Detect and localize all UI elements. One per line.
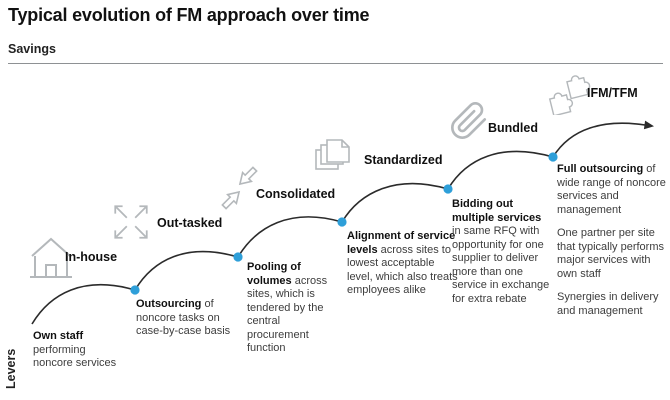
stage-label-bundled: Bundled [488,121,538,135]
stage-desc-bundled: Bidding out multiple services in same RF… [452,198,550,306]
desc-bold: Bidding out multiple services [452,198,542,224]
expand-arrows-icon [110,201,152,243]
stage-label-ifm-tfm: IFM/TFM [587,86,638,100]
arrow-head-icon [643,120,654,130]
curve-dot [443,184,453,194]
stage-label-standardized: Standardized [364,153,443,167]
desc-rest: of wide range of noncore services and ma… [557,163,666,216]
desc-bold: Own staff [33,330,84,342]
savings-axis-rule [8,63,663,64]
stage-desc-in-house: Own staff performing noncore services [33,330,121,371]
stage-desc-standardized: Alignment of service levels across sites… [347,230,461,298]
desc-bold: Alignment of service levels [347,230,456,256]
page-title: Typical evolution of FM approach over ti… [8,5,370,25]
curve-dot [337,217,347,227]
curve-dot [233,252,243,262]
desc-paragraph: Full outsourcing of wide range of noncor… [557,163,669,217]
desc-rest: of noncore tasks on case-by-case basis [136,298,231,337]
stage-label-in-house: In-house [65,250,118,264]
consolidate-arrows-icon [219,166,261,212]
curve-dot [548,152,558,162]
puzzle-icon [548,71,592,115]
stage-label-consolidated: Consolidated [256,187,336,201]
stage-desc-out-tasked: Outsourcing of noncore tasks on case-by-… [136,298,244,339]
paperclip-icon [449,101,489,141]
desc-rest: performing noncore services [33,343,117,370]
desc-rest: across sites to lowest acceptable level,… [347,243,458,297]
desc-rest: across sites, which is tendered by the c… [247,274,328,355]
stage-desc-ifm-tfm: Full outsourcing of wide range of noncor… [557,163,669,318]
stage-label-out-tasked: Out-tasked [157,216,223,230]
desc-bold: Full outsourcing [557,163,644,175]
stage-desc-consolidated: Pooling of volumes across sites, which i… [247,261,341,356]
house-icon [26,235,76,282]
stacked-documents-icon [313,137,355,177]
savings-axis-label: Savings [8,42,56,56]
desc-bold: Outsourcing [136,298,202,310]
desc-paragraph: One partner per site that typically perf… [557,227,664,280]
curve-dot [130,285,140,295]
desc-rest: in same RFQ with opportunity for one sup… [452,225,550,305]
desc-bold: Pooling of volumes [247,261,301,287]
desc-paragraph: Synergies in delivery and management [557,291,659,317]
